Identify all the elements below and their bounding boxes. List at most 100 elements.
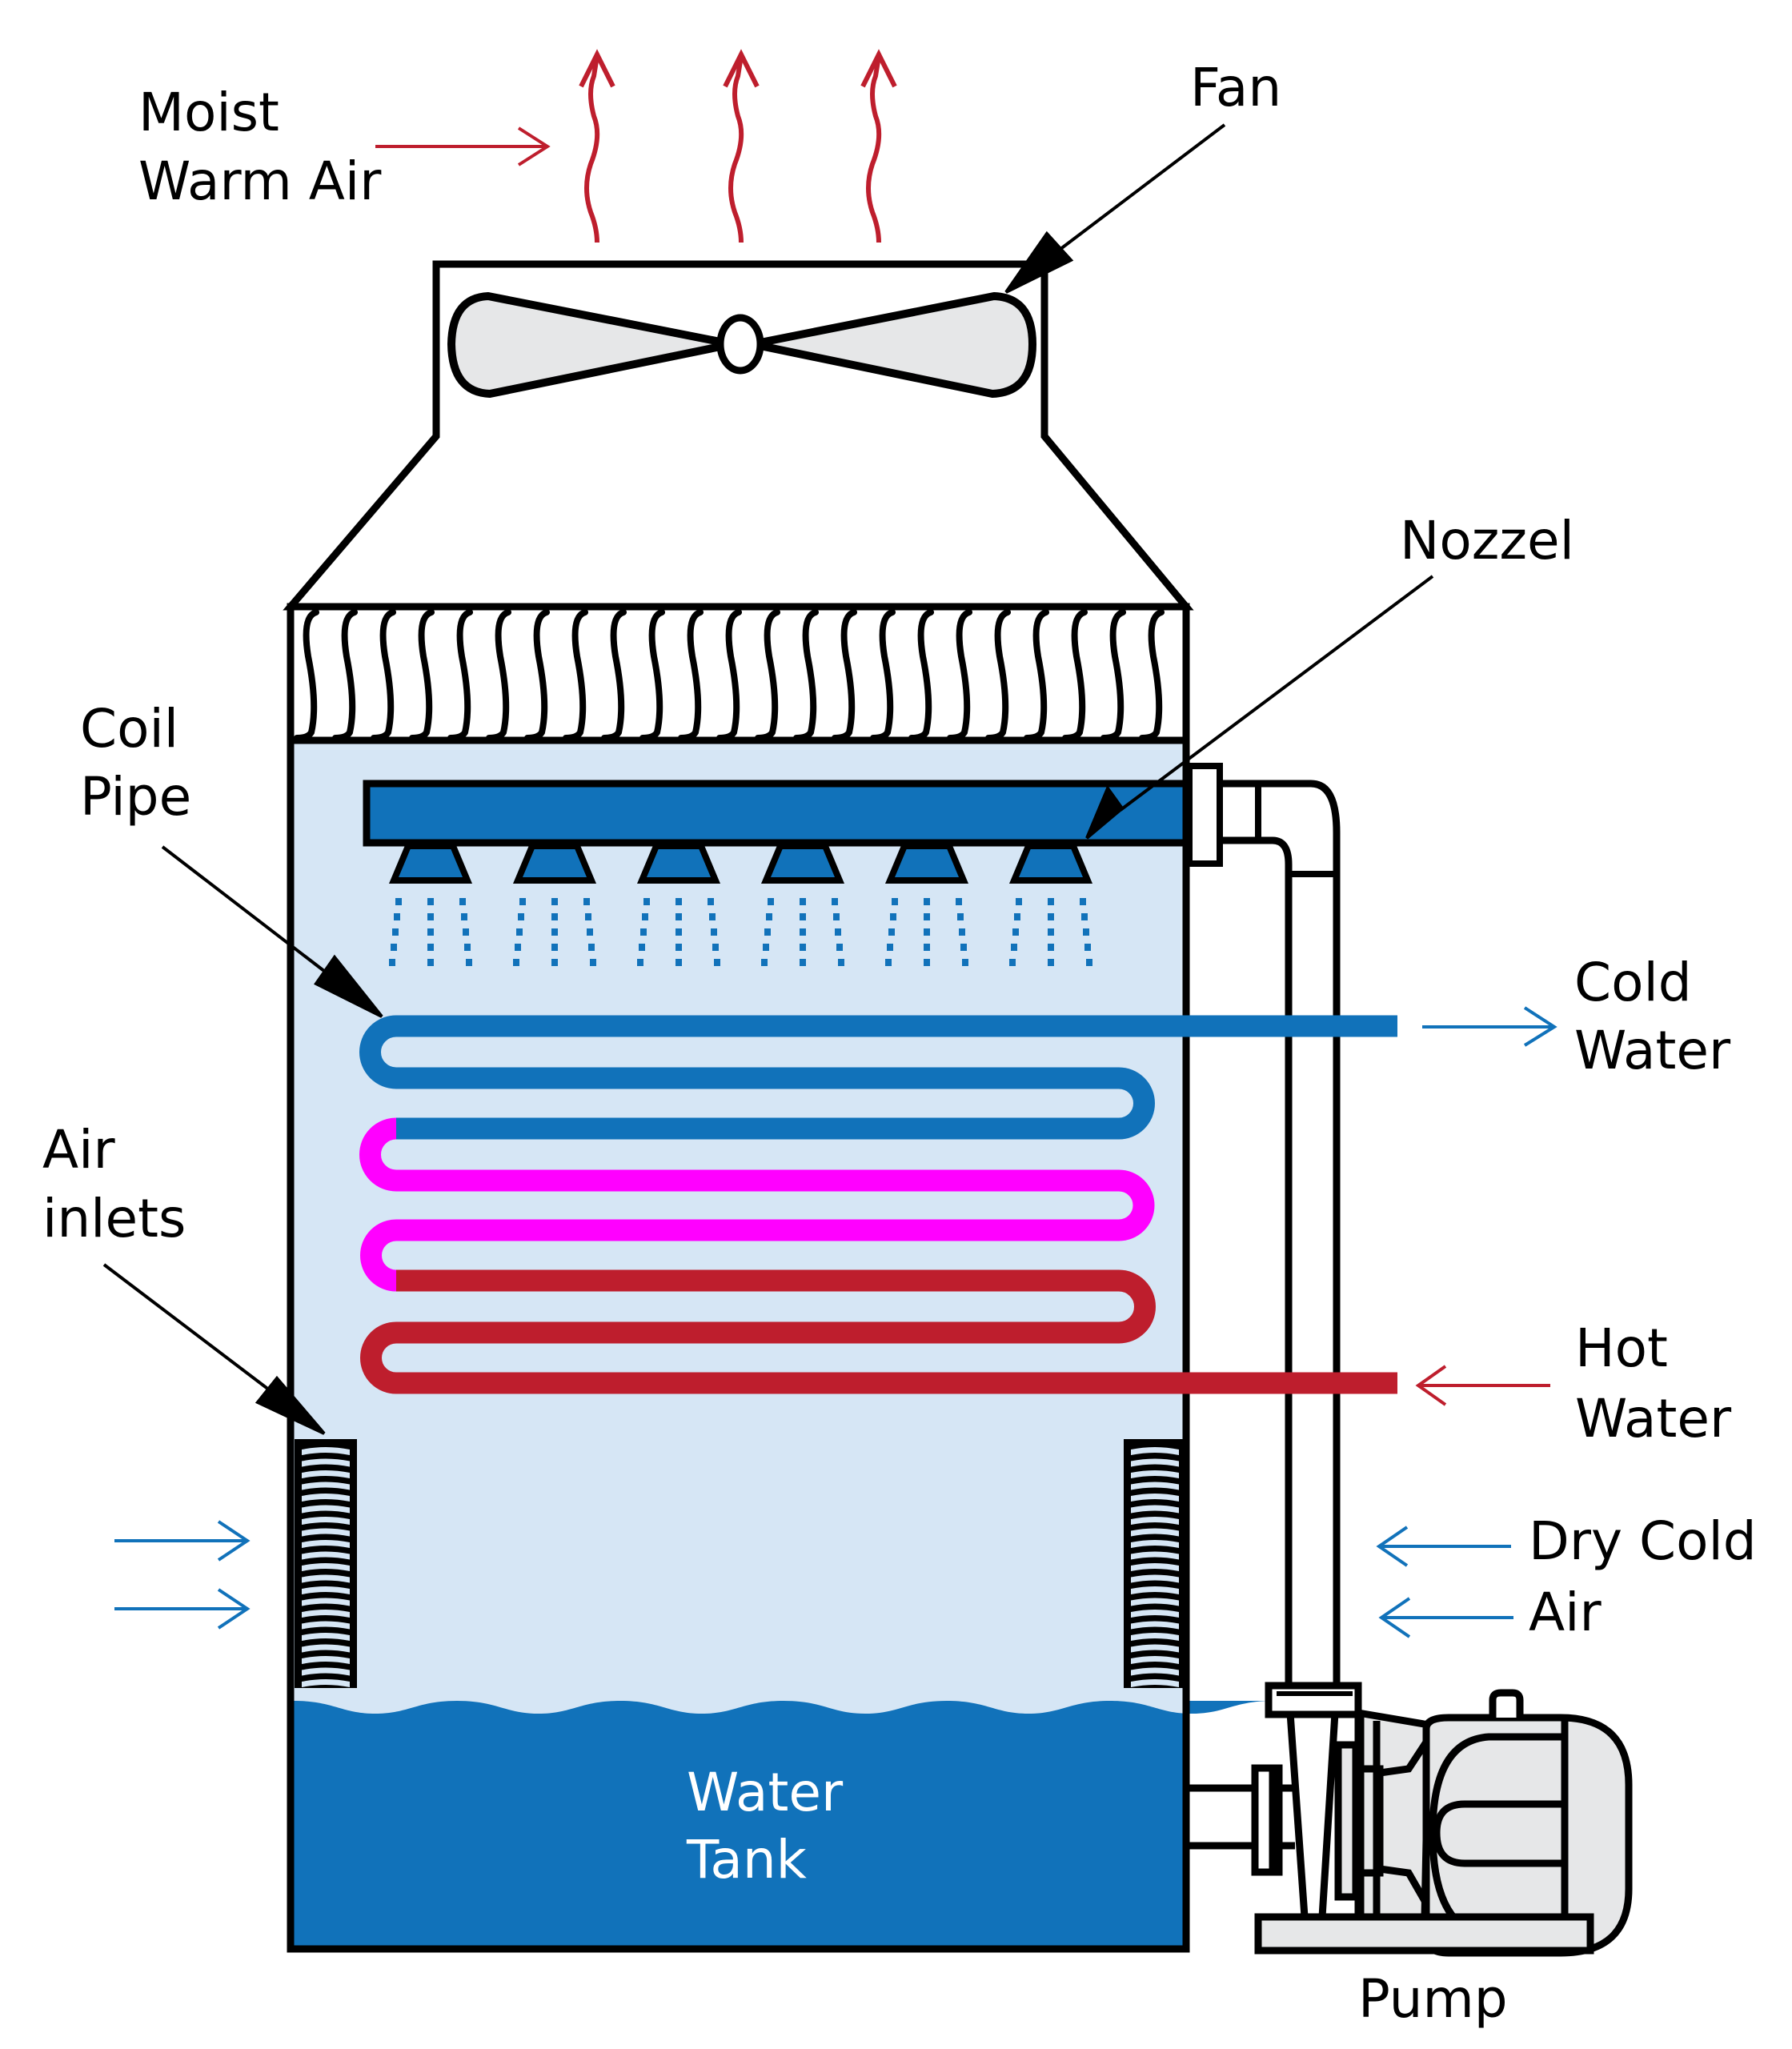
louver-slat xyxy=(1131,1540,1179,1548)
drift-eliminator xyxy=(287,603,1190,744)
spray-drops xyxy=(389,898,1092,966)
louver-slat xyxy=(1131,1563,1179,1571)
spray-drop xyxy=(466,959,472,966)
fan-hub xyxy=(716,314,764,375)
spray-drop xyxy=(1009,959,1016,966)
spray-drop xyxy=(1048,928,1054,936)
louver-slat xyxy=(1131,1505,1179,1514)
air-in-arrows xyxy=(114,1520,251,1630)
spray-drop xyxy=(676,959,682,966)
drift-wave-line xyxy=(486,609,511,741)
louver-slat xyxy=(1131,1482,1179,1490)
spray-drop xyxy=(890,913,896,920)
spray-drop xyxy=(585,913,591,920)
nozzle-icon xyxy=(512,843,597,884)
coil-bend-left xyxy=(360,1219,397,1292)
warm-air-arrow xyxy=(579,49,615,243)
louver-icon xyxy=(295,1439,357,1688)
arrow-head xyxy=(723,49,760,88)
louver-slat xyxy=(302,1458,350,1467)
spray-drop xyxy=(590,959,596,966)
spray-drop xyxy=(835,928,841,936)
louver-slat xyxy=(1131,1528,1179,1537)
spray-drop xyxy=(962,959,968,966)
spray-drop xyxy=(832,898,838,905)
louver-slat xyxy=(1131,1644,1179,1653)
nozzle-row xyxy=(388,843,1093,884)
nozzle-icon xyxy=(884,843,969,884)
louver-slat xyxy=(302,1505,350,1514)
air-inlet-louvers xyxy=(295,1439,1186,1688)
spray-drop xyxy=(427,898,434,905)
louver-slat xyxy=(302,1644,350,1653)
louver-slat xyxy=(302,1633,350,1641)
spray-drop xyxy=(1080,898,1086,905)
spray-drop xyxy=(1083,928,1089,936)
warm-air-arrow xyxy=(860,49,897,243)
spray-drop xyxy=(676,928,682,936)
nozzle-icon xyxy=(1008,843,1093,884)
spray-drop xyxy=(394,913,400,920)
louver-slat xyxy=(302,1574,350,1583)
spray-drop xyxy=(800,913,806,920)
spray-drop xyxy=(676,913,682,920)
louver-slat xyxy=(302,1551,350,1560)
nozzle-icon xyxy=(760,843,845,884)
drift-wave-line xyxy=(524,609,550,741)
cold-water-arrow xyxy=(1422,1006,1557,1047)
dry-cold-air-arrows xyxy=(1376,1526,1513,1638)
label-dry-cold-air-line1: Dry Cold xyxy=(1529,1510,1757,1572)
spray-drop xyxy=(551,913,558,920)
spray-drop xyxy=(1048,913,1054,920)
spray-drop xyxy=(924,913,930,920)
drift-wave-line xyxy=(716,609,742,741)
spray-drop xyxy=(389,959,395,966)
louver-slat xyxy=(302,1656,350,1664)
label-nozzel: Nozzel xyxy=(1400,510,1574,571)
spray-drop xyxy=(800,944,806,951)
spray-drop xyxy=(836,944,843,951)
coil-bend-right xyxy=(1118,1169,1155,1241)
spray-drop xyxy=(463,928,469,936)
spray-drop xyxy=(709,913,716,920)
moist-air-pointer-arrow xyxy=(375,126,551,166)
drift-wave-line xyxy=(1100,609,1126,741)
drift-wave-line xyxy=(332,609,358,741)
tower-outline xyxy=(287,603,1190,1953)
nozzle-icon xyxy=(636,843,721,884)
drift-wave-line xyxy=(793,609,819,741)
label-water-tank-line1: Water xyxy=(687,1762,844,1823)
spray-drop xyxy=(924,898,930,905)
drift-wave-line xyxy=(447,609,473,741)
wavy-line xyxy=(584,55,600,243)
label-moist-warm-air-line2: Warm Air xyxy=(138,150,382,212)
label-water-tank-line2: Tank xyxy=(686,1829,808,1891)
spray-drop xyxy=(764,928,771,936)
spray-drop xyxy=(551,898,558,905)
spray-drop xyxy=(1011,944,1017,951)
louver-slat xyxy=(302,1494,350,1502)
spray-drop xyxy=(838,959,844,966)
spray-drop xyxy=(427,928,434,936)
spray-drop xyxy=(711,928,717,936)
arrow-head xyxy=(860,49,897,88)
spray-drop xyxy=(587,928,593,936)
warm-air-arrow xyxy=(723,49,760,243)
drift-wave-line xyxy=(678,609,704,741)
spray-drop xyxy=(464,944,471,951)
warm-air-arrows xyxy=(579,49,897,243)
drift-wave-line xyxy=(601,609,627,741)
drift-wave-line xyxy=(1139,609,1165,741)
spray-drop xyxy=(1016,898,1022,905)
spray-drop xyxy=(763,944,769,951)
louver-slat xyxy=(1131,1679,1179,1687)
wavy-line xyxy=(866,55,882,243)
spray-drop xyxy=(642,913,648,920)
wavy-fill-icon xyxy=(294,609,1165,741)
coil-bend-left xyxy=(359,1117,397,1192)
spray-drop xyxy=(888,928,895,936)
coil-bend-right xyxy=(1118,1067,1155,1140)
spray-drop xyxy=(392,928,399,936)
spray-drop xyxy=(516,928,523,936)
drift-wave-line xyxy=(908,609,934,741)
